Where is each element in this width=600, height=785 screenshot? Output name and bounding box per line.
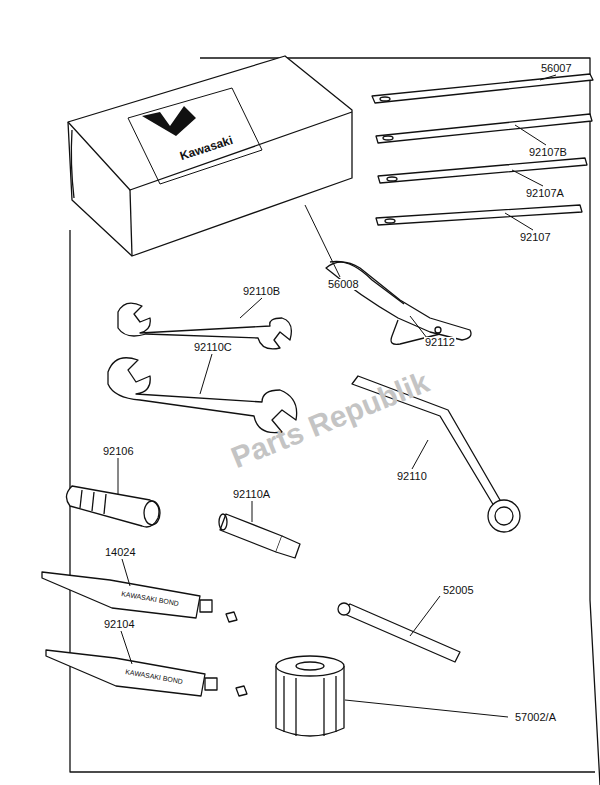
extension-bar	[338, 603, 460, 662]
part-number: 52005	[442, 585, 475, 596]
bond-tube	[42, 572, 237, 622]
part-number: 92104	[103, 619, 136, 630]
part-number: 92110A	[232, 489, 271, 500]
bond-tube	[46, 650, 247, 696]
screwdriver-handle	[66, 486, 160, 527]
part-number: 92110	[396, 471, 428, 482]
part-number: 57002/A	[514, 712, 557, 723]
screwdriver-blades	[372, 74, 593, 225]
part-number: 14024	[104, 547, 137, 558]
open-end-wrench	[108, 358, 297, 433]
tool-pouch	[68, 56, 352, 256]
part-number: 92107	[519, 232, 552, 243]
leader-lines	[118, 75, 556, 717]
part-number: 92112	[424, 337, 456, 348]
part-number: 92107A	[525, 188, 565, 199]
part-number: 56008	[327, 279, 360, 290]
part-number: 92110B	[242, 286, 281, 297]
pliers	[326, 261, 471, 344]
part-number: 56007	[540, 63, 573, 74]
part-number: 92107B	[528, 147, 568, 158]
oil-filter	[276, 656, 344, 736]
part-number: 92106	[102, 446, 135, 457]
part-number: 92110C	[193, 342, 233, 353]
plug-socket	[219, 514, 300, 558]
